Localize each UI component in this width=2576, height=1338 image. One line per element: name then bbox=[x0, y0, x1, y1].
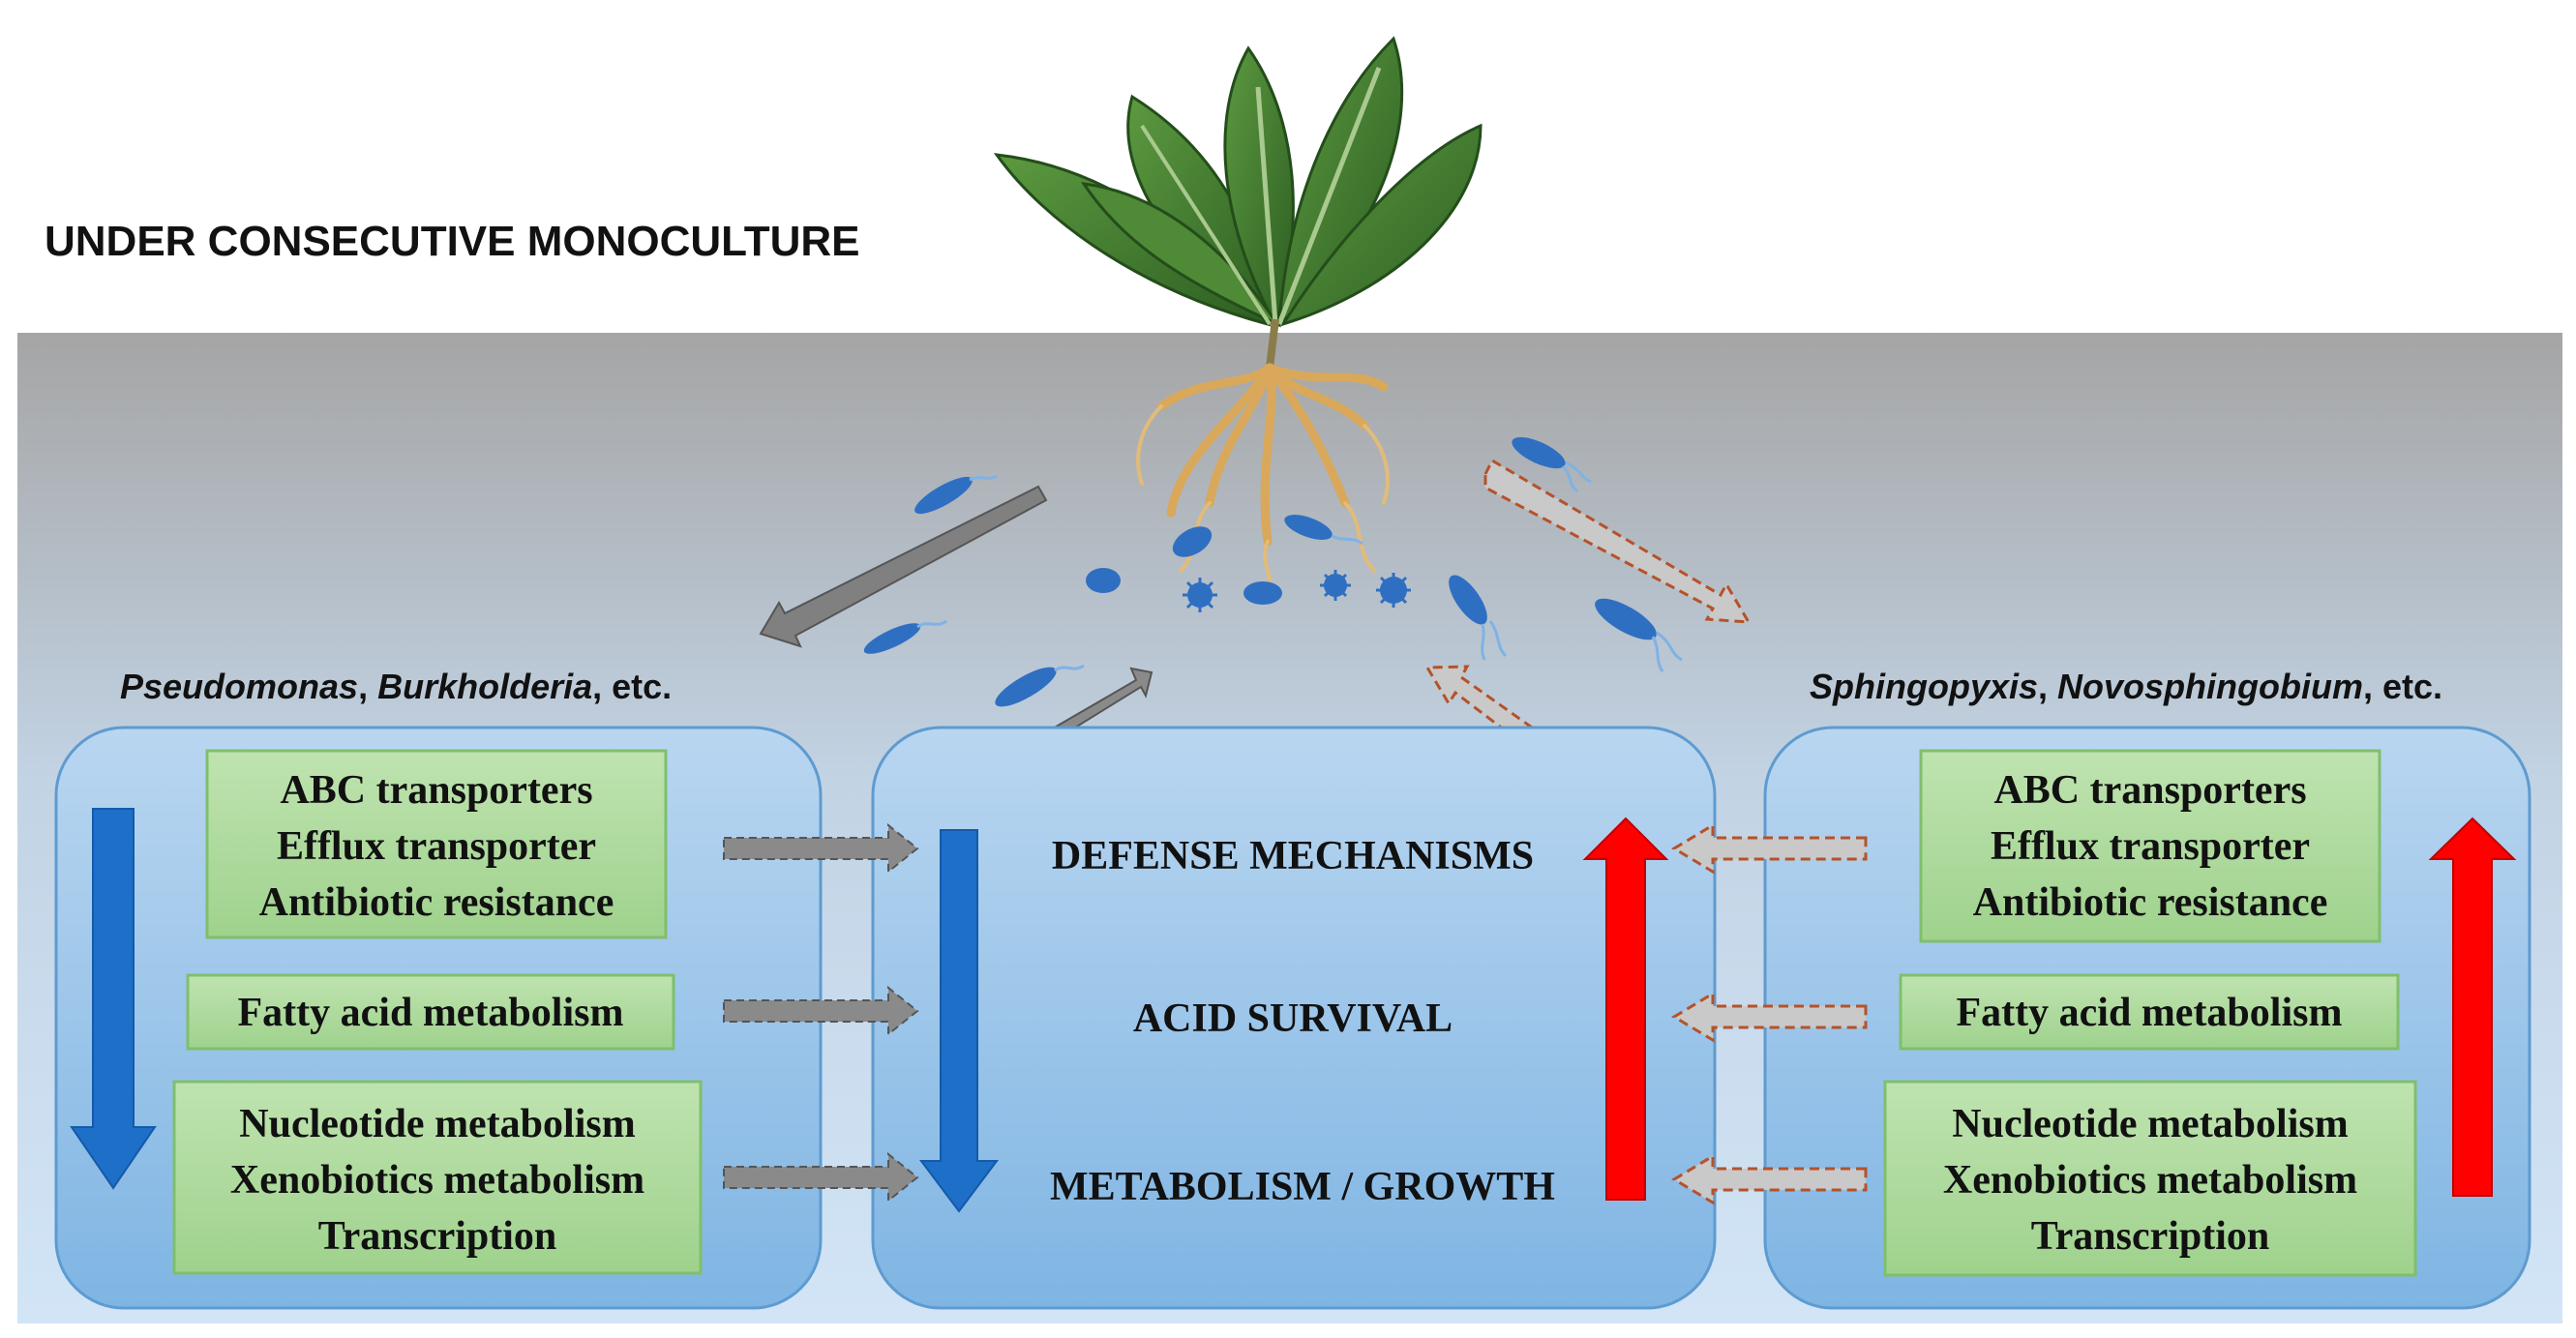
left-box-transport-line-1: ABC transporters bbox=[280, 768, 592, 813]
right-box-transport-line-3: Antibiotic resistance bbox=[1973, 880, 2328, 925]
left-taxa-1: Pseudomonas bbox=[120, 667, 358, 706]
bacteria-icon bbox=[914, 474, 998, 515]
center-trend-down-arrow bbox=[919, 829, 999, 1213]
right-taxa-label: Sphingopyxis, Novosphingobium, etc. bbox=[1810, 667, 2442, 706]
center-trend-up-arrow bbox=[1582, 817, 1669, 1201]
bacteria-icon bbox=[1243, 581, 1282, 605]
plant-icon bbox=[993, 36, 1483, 602]
left-taxa-2: Burkholderia bbox=[377, 667, 592, 706]
center-label-acid: ACID SURVIVAL bbox=[1133, 996, 1453, 1041]
center-label-defense: DEFENSE MECHANISMS bbox=[1052, 834, 1534, 878]
right-box-metabolism-line-3: Transcription bbox=[2031, 1214, 2270, 1259]
center-label-metabolism: METABOLISM / GROWTH bbox=[1050, 1165, 1555, 1209]
right-box-metabolism-line-1: Nucleotide metabolism bbox=[1952, 1102, 2348, 1146]
release-arrow-right bbox=[1483, 458, 1752, 624]
bacteria-icon bbox=[1172, 526, 1213, 557]
bacteria-icon bbox=[1086, 568, 1121, 593]
left-box-fatty-acid-line-1: Fatty acid metabolism bbox=[238, 991, 624, 1035]
bacteria-icon bbox=[1320, 570, 1351, 601]
right-to-center-arrow-1 bbox=[1671, 822, 1868, 875]
right-to-center-arrow-3 bbox=[1671, 1153, 1868, 1205]
release-arrow-left bbox=[759, 485, 1048, 648]
bacteria-icon bbox=[995, 664, 1085, 707]
left-box-transport-line-3: Antibiotic resistance bbox=[259, 880, 614, 925]
right-box-metabolism: Nucleotide metabolism Xenobiotics metabo… bbox=[1883, 1080, 2417, 1277]
right-box-transport: ABC transporters Efflux transporter Anti… bbox=[1919, 749, 2381, 943]
right-taxa-sep: , bbox=[2038, 667, 2057, 706]
right-taxa-1: Sphingopyxis bbox=[1810, 667, 2038, 706]
right-taxa-etc: , etc. bbox=[2363, 667, 2442, 706]
left-box-metabolism: Nucleotide metabolism Xenobiotics metabo… bbox=[172, 1080, 703, 1275]
bacteria-icon bbox=[1595, 598, 1683, 672]
right-box-fatty-acid-line-1: Fatty acid metabolism bbox=[1957, 991, 2343, 1035]
left-box-transport-line-2: Efflux transporter bbox=[277, 824, 596, 869]
bacteria-icon bbox=[1284, 515, 1363, 546]
left-taxa-etc: , etc. bbox=[592, 667, 672, 706]
bacteria-icon bbox=[1512, 436, 1592, 493]
left-taxa-sep: , bbox=[358, 667, 377, 706]
bacteria-icon bbox=[863, 619, 947, 654]
bacteria-icon bbox=[1449, 575, 1508, 661]
left-box-metabolism-line-3: Transcription bbox=[318, 1214, 557, 1259]
left-box-metabolism-line-2: Xenobiotics metabolism bbox=[230, 1158, 644, 1203]
left-to-center-arrow-2 bbox=[723, 985, 919, 1037]
bacteria-icon bbox=[1376, 573, 1411, 608]
left-box-metabolism-line-1: Nucleotide metabolism bbox=[239, 1102, 635, 1146]
left-to-center-arrow-3 bbox=[723, 1151, 919, 1204]
left-box-transport: ABC transporters Efflux transporter Anti… bbox=[205, 749, 668, 939]
left-trend-down-arrow bbox=[70, 808, 157, 1190]
bacteria-cluster bbox=[863, 436, 1683, 707]
left-to-center-arrow-1 bbox=[723, 822, 919, 875]
left-taxa-label: Pseudomonas, Burkholderia, etc. bbox=[120, 667, 672, 706]
right-taxa-2: Novosphingobium bbox=[2057, 667, 2363, 706]
right-box-metabolism-line-2: Xenobiotics metabolism bbox=[1943, 1158, 2357, 1203]
right-to-center-arrow-2 bbox=[1671, 991, 1868, 1043]
right-box-transport-line-2: Efflux transporter bbox=[1991, 824, 2310, 869]
left-box-fatty-acid: Fatty acid metabolism bbox=[186, 973, 675, 1051]
page-title: UNDER CONSECUTIVE MONOCULTURE bbox=[45, 218, 860, 265]
right-trend-up-arrow bbox=[2428, 817, 2517, 1197]
right-box-fatty-acid: Fatty acid metabolism bbox=[1899, 973, 2400, 1051]
right-box-transport-line-1: ABC transporters bbox=[1993, 768, 2306, 813]
bacteria-icon bbox=[1183, 578, 1217, 612]
